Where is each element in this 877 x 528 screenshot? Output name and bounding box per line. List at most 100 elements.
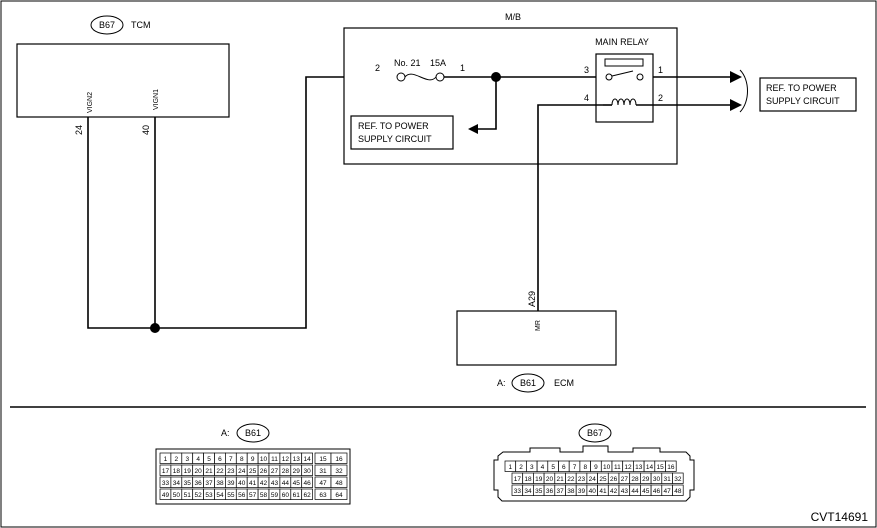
b67-pin-48: 48: [672, 484, 684, 496]
b67-pin-28: 28: [629, 472, 641, 484]
b67-pin-33: 33: [511, 484, 524, 496]
svg-text:43: 43: [621, 488, 629, 495]
svg-text:28: 28: [282, 468, 290, 475]
b61-pin-57: 57: [246, 488, 259, 500]
b61-pin-60: 60: [279, 488, 292, 500]
b61-pin-38: 38: [214, 476, 226, 488]
tcm-pin-40: 40: [141, 125, 151, 135]
svg-text:47: 47: [319, 480, 327, 487]
arrow-relay-pin1: [730, 71, 742, 83]
b67-pin-25: 25: [597, 472, 609, 484]
b61-pin-52: 52: [192, 488, 204, 500]
svg-text:40: 40: [238, 480, 246, 487]
svg-text:34: 34: [173, 480, 181, 487]
b61-pin-24: 24: [235, 464, 248, 476]
svg-text:39: 39: [578, 488, 586, 495]
svg-text:15: 15: [657, 464, 665, 471]
svg-text:2: 2: [175, 456, 179, 463]
svg-text:42: 42: [260, 480, 268, 487]
svg-text:37: 37: [205, 480, 213, 487]
relay-coil-symbol: [603, 98, 653, 106]
b67-pin-29: 29: [640, 472, 652, 484]
b67-pin-38: 38: [565, 484, 577, 496]
b61-pin-63: 63: [314, 488, 332, 500]
b61-pin-26: 26: [257, 464, 270, 476]
svg-text:13: 13: [293, 456, 301, 463]
svg-text:63: 63: [319, 492, 327, 499]
svg-text:17: 17: [514, 476, 522, 483]
b61-pin-14: 14: [301, 452, 313, 464]
tcm-connector-oval: [90, 15, 124, 35]
svg-text:45: 45: [642, 488, 650, 495]
b67-pin-8: 8: [579, 460, 591, 472]
b67-pin-17: 17: [511, 472, 524, 484]
b67-pin-22: 22: [565, 472, 577, 484]
svg-text:46: 46: [304, 480, 312, 487]
b61-pin-53: 53: [203, 488, 215, 500]
svg-text:54: 54: [216, 492, 224, 499]
svg-text:33: 33: [514, 488, 522, 495]
b67-pin-36: 36: [543, 484, 556, 496]
b67-pin-21: 21: [554, 472, 566, 484]
b61-pin-46: 46: [301, 476, 313, 488]
b61-pin-4: 4: [192, 452, 204, 464]
ref-inner-line2: SUPPLY CIRCUIT: [358, 134, 432, 144]
svg-text:59: 59: [271, 492, 279, 499]
ref-box-inner: [350, 115, 454, 150]
svg-text:8: 8: [240, 456, 244, 463]
b61-pin-56: 56: [235, 488, 248, 500]
svg-text:46: 46: [653, 488, 661, 495]
b61-pin-51: 51: [181, 488, 194, 500]
ecm-prefix: A:: [497, 378, 506, 388]
b61-pin-49: 49: [159, 488, 172, 500]
svg-text:4: 4: [541, 464, 545, 471]
svg-text:52: 52: [195, 492, 203, 499]
b61-pin-18: 18: [170, 464, 183, 476]
b61-pin-39: 39: [225, 476, 237, 488]
b67-pin-4: 4: [536, 460, 549, 472]
svg-text:27: 27: [621, 476, 629, 483]
svg-text:48: 48: [674, 488, 682, 495]
b67-pin-31: 31: [661, 472, 673, 484]
arrow-inner-ref: [468, 124, 478, 134]
b61-pin-6: 6: [214, 452, 226, 464]
b67-pin-2: 2: [515, 460, 527, 472]
svg-text:36: 36: [546, 488, 554, 495]
b61-pin-33: 33: [159, 476, 172, 488]
tcm-pin-24: 24: [74, 125, 84, 135]
b67-pin-34: 34: [522, 484, 534, 496]
svg-text:25: 25: [249, 468, 257, 475]
b61-connector-oval: [236, 423, 270, 443]
b67-pin-27: 27: [618, 472, 631, 484]
b61-pin-17: 17: [159, 464, 172, 476]
b61-pin-31: 31: [314, 464, 332, 476]
svg-text:13: 13: [635, 464, 643, 471]
fuse-rating: 15A: [430, 58, 446, 68]
b61-pin-41: 41: [246, 476, 259, 488]
b67-pin-30: 30: [650, 472, 663, 484]
b61-pin-22: 22: [214, 464, 226, 476]
svg-text:40: 40: [589, 488, 597, 495]
b61-pin-16: 16: [330, 452, 348, 464]
svg-text:28: 28: [631, 476, 639, 483]
b67-pin-1: 1: [504, 460, 517, 472]
splice-point-lower: [150, 323, 160, 333]
svg-text:22: 22: [567, 476, 575, 483]
svg-text:51: 51: [184, 492, 192, 499]
svg-text:2: 2: [519, 464, 523, 471]
relay-pin-2: 2: [658, 93, 663, 103]
b61-pin-54: 54: [214, 488, 226, 500]
b61-pin-30: 30: [301, 464, 313, 476]
b67-pin-43: 43: [618, 484, 631, 496]
tcm-pin-label-vign1: VIGN1: [153, 89, 160, 110]
b67-pin-23: 23: [575, 472, 588, 484]
tcm-box: [16, 43, 230, 118]
svg-text:35: 35: [184, 480, 192, 487]
svg-text:38: 38: [567, 488, 575, 495]
b61-pin-37: 37: [203, 476, 215, 488]
b61-pin-9: 9: [246, 452, 259, 464]
b61-pin-48: 48: [330, 476, 348, 488]
b61-pin-47: 47: [314, 476, 332, 488]
fuse-pin-2: 2: [375, 63, 380, 73]
svg-text:3: 3: [530, 464, 534, 471]
